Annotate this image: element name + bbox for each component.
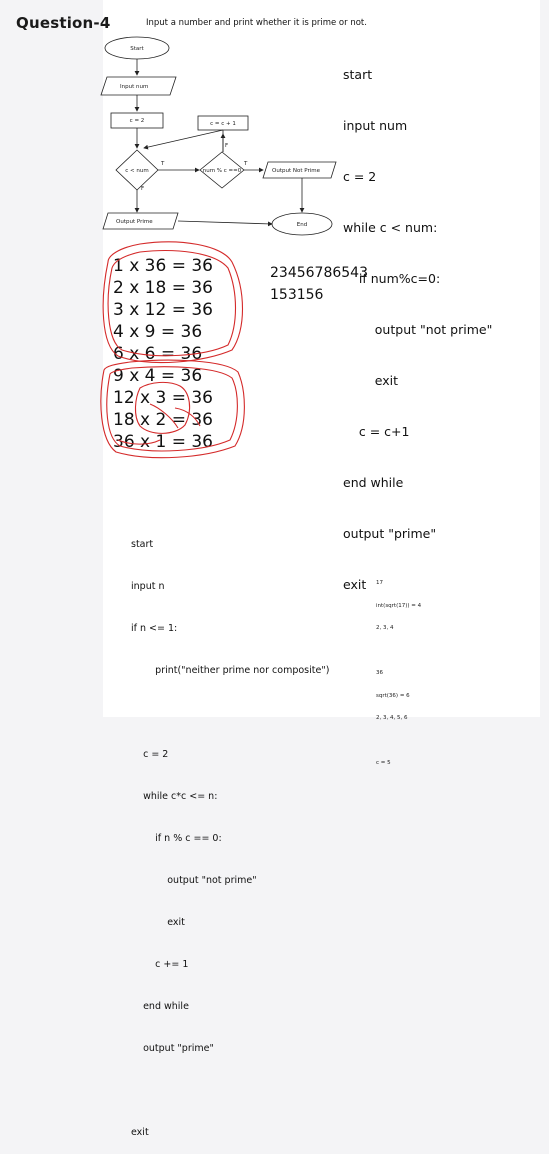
- code-line: [131, 706, 329, 720]
- code-line: c = 2: [131, 749, 169, 760]
- end-label: End: [297, 222, 307, 228]
- code-line: output "prime": [131, 1043, 214, 1054]
- code-line: while c*c <= n:: [131, 791, 218, 802]
- pseudocode-line: output "prime": [343, 526, 437, 541]
- start-label: Start: [130, 46, 144, 52]
- red-annotation-circles: [100, 241, 245, 459]
- output-prime-node: [102, 212, 179, 230]
- code-line: exit: [131, 917, 185, 928]
- code-line: start: [131, 539, 154, 550]
- note-line: [376, 648, 421, 656]
- input-node: [100, 76, 177, 96]
- note-line: 2, 3, 4, 5, 6: [376, 715, 408, 721]
- note-line: c = 5: [376, 760, 391, 766]
- multiplication-line: 1 x 36 = 36: [113, 256, 213, 276]
- end-node: [271, 212, 333, 236]
- condition-label-2: num % c ==0: [203, 168, 242, 174]
- multiplication-line: 12 x 3 = 36: [113, 388, 213, 408]
- edge-false-label-2: F: [225, 143, 228, 149]
- note-line: 2, 3, 4: [376, 625, 394, 631]
- edge-true-label-2: T: [243, 161, 248, 167]
- flowchart-canvas: Start Input num c = 2 c = c + 1 c < num …: [100, 36, 337, 459]
- code-line: print("neither prime nor composite"): [131, 665, 330, 676]
- input-label: Input num: [120, 84, 148, 90]
- output-not-prime-node: [262, 161, 337, 179]
- pseudocode-line: end while: [343, 475, 404, 490]
- output-not-prime-label: Output Not Prime: [272, 168, 321, 174]
- note-line: sqrt(36) = 6: [376, 692, 410, 699]
- note-line: 36: [376, 670, 383, 676]
- multiplication-line: 18 x 2 = 36: [113, 410, 213, 430]
- pseudocode-line: exit: [343, 373, 399, 388]
- side-notes: 17 int(sqrt(17)) = 4 2, 3, 4 36 sqrt(36)…: [376, 565, 421, 775]
- multiplication-line: 4 x 9 = 36: [113, 322, 202, 342]
- number-line: 153156: [270, 287, 324, 303]
- increment-label: c = c + 1: [210, 121, 236, 127]
- note-line: [376, 738, 421, 746]
- multiplication-line: 9 x 4 = 36: [113, 366, 202, 386]
- edge-true-label-1: T: [160, 161, 165, 167]
- condition-label-1: c < num: [125, 168, 148, 174]
- code-line: input n: [131, 581, 165, 592]
- pseudocode-line: c = 2: [343, 169, 377, 184]
- code-line: if n % c == 0:: [131, 833, 222, 844]
- bottom-pseudocode: start input n if n <= 1: print("neither …: [131, 510, 329, 1154]
- multiplication-line: 3 x 12 = 36: [113, 300, 213, 320]
- pseudocode-line: exit: [343, 577, 367, 592]
- code-line: end while: [131, 1001, 189, 1012]
- pseudocode-line: if num%c=0:: [343, 271, 441, 286]
- pseudocode-line: c = c+1: [343, 424, 410, 439]
- edge-false-label-1: F: [141, 186, 144, 192]
- question-title: Question-4: [16, 14, 111, 32]
- code-line: exit: [131, 1127, 149, 1138]
- multiplication-line: 2 x 18 = 36: [113, 278, 213, 298]
- multiplication-line: 6 x 6 = 36: [113, 344, 202, 364]
- question-text: Input a number and print whether it is p…: [146, 18, 367, 28]
- pseudocode-line: start: [343, 67, 373, 82]
- code-line: c += 1: [131, 959, 189, 970]
- whiteboard-page: [103, 0, 540, 717]
- pseudocode-line: output "not prime": [343, 322, 493, 337]
- pseudocode-line: while c < num:: [343, 220, 438, 235]
- note-line: 17: [376, 580, 383, 586]
- pseudocode-block: start input num c = 2 while c < num: if …: [343, 32, 492, 610]
- init-label: c = 2: [130, 118, 145, 124]
- code-line: [131, 1084, 329, 1098]
- pseudocode-line: input num: [343, 118, 408, 133]
- condition-node-2: [199, 151, 245, 189]
- multiplication-line: 36 x 1 = 36: [113, 432, 213, 452]
- code-line: if n <= 1:: [131, 623, 178, 634]
- code-line: output "not prime": [131, 875, 257, 886]
- output-prime-label: Output Prime: [116, 219, 153, 225]
- number-notes: 23456786543 153156: [270, 262, 368, 306]
- note-line: int(sqrt(17)) = 4: [376, 602, 422, 609]
- number-line: 23456786543: [270, 265, 368, 281]
